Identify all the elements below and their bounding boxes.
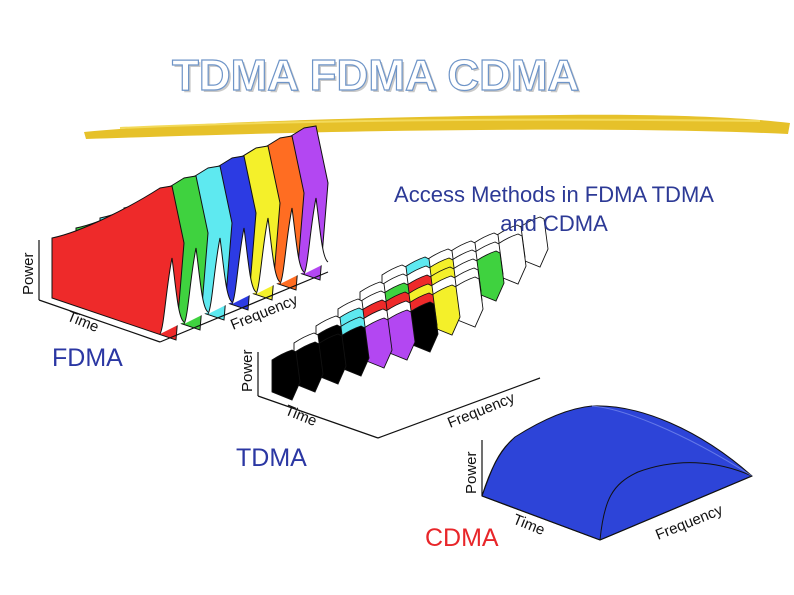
tdma-slot-ridge (475, 250, 505, 302)
fdma-power-label: Power (20, 252, 37, 295)
tdma-slot-ridge (431, 284, 461, 336)
tdma-diagram: Power Time Frequency (239, 216, 549, 439)
tdma-slot-ridge (294, 341, 324, 393)
tdma-slot-ridge (454, 276, 484, 328)
tdma-slot-ridge (386, 309, 416, 361)
fdma-diagram: Power Time Frequency (20, 125, 329, 343)
fdma-time-axis (38, 299, 161, 343)
figure-title: Access Methods in FDMA TDMA and CDMA (344, 180, 764, 238)
tdma-slot-ridge (363, 317, 393, 369)
tdma-label: TDMA (236, 444, 307, 472)
tdma-slot-ridge (271, 349, 301, 401)
figure-title-line-2: and CDMA (500, 211, 608, 236)
fdma-channel-ridge (51, 185, 185, 341)
tdma-frequency-label: Frequency (445, 389, 518, 431)
title-underline (84, 114, 790, 139)
fdma-frequency-axis (159, 271, 329, 343)
cdma-label: CDMA (425, 524, 499, 552)
fdma-label: FDMA (52, 344, 123, 372)
tdma-time-label: Time (283, 402, 320, 430)
tdma-frequency-axis (377, 377, 541, 439)
tdma-slot-ridge (409, 301, 439, 353)
tdma-slot-ridge (497, 233, 527, 285)
cdma-frequency-axis (599, 475, 753, 541)
tdma-slot-ridge (317, 333, 347, 385)
cdma-diagram: Power Time Frequency (463, 405, 753, 544)
cdma-time-axis (481, 495, 601, 541)
cdma-power-label: Power (463, 451, 480, 494)
tdma-slot-ridge (340, 325, 370, 377)
tdma-power-label: Power (239, 349, 256, 392)
tdma-slot-ridge (519, 216, 549, 268)
tdma-time-axis (257, 395, 379, 439)
slide-title: TDMA FDMA CDMA (171, 50, 580, 100)
figure-title-line-1: Access Methods in FDMA TDMA (394, 182, 714, 207)
